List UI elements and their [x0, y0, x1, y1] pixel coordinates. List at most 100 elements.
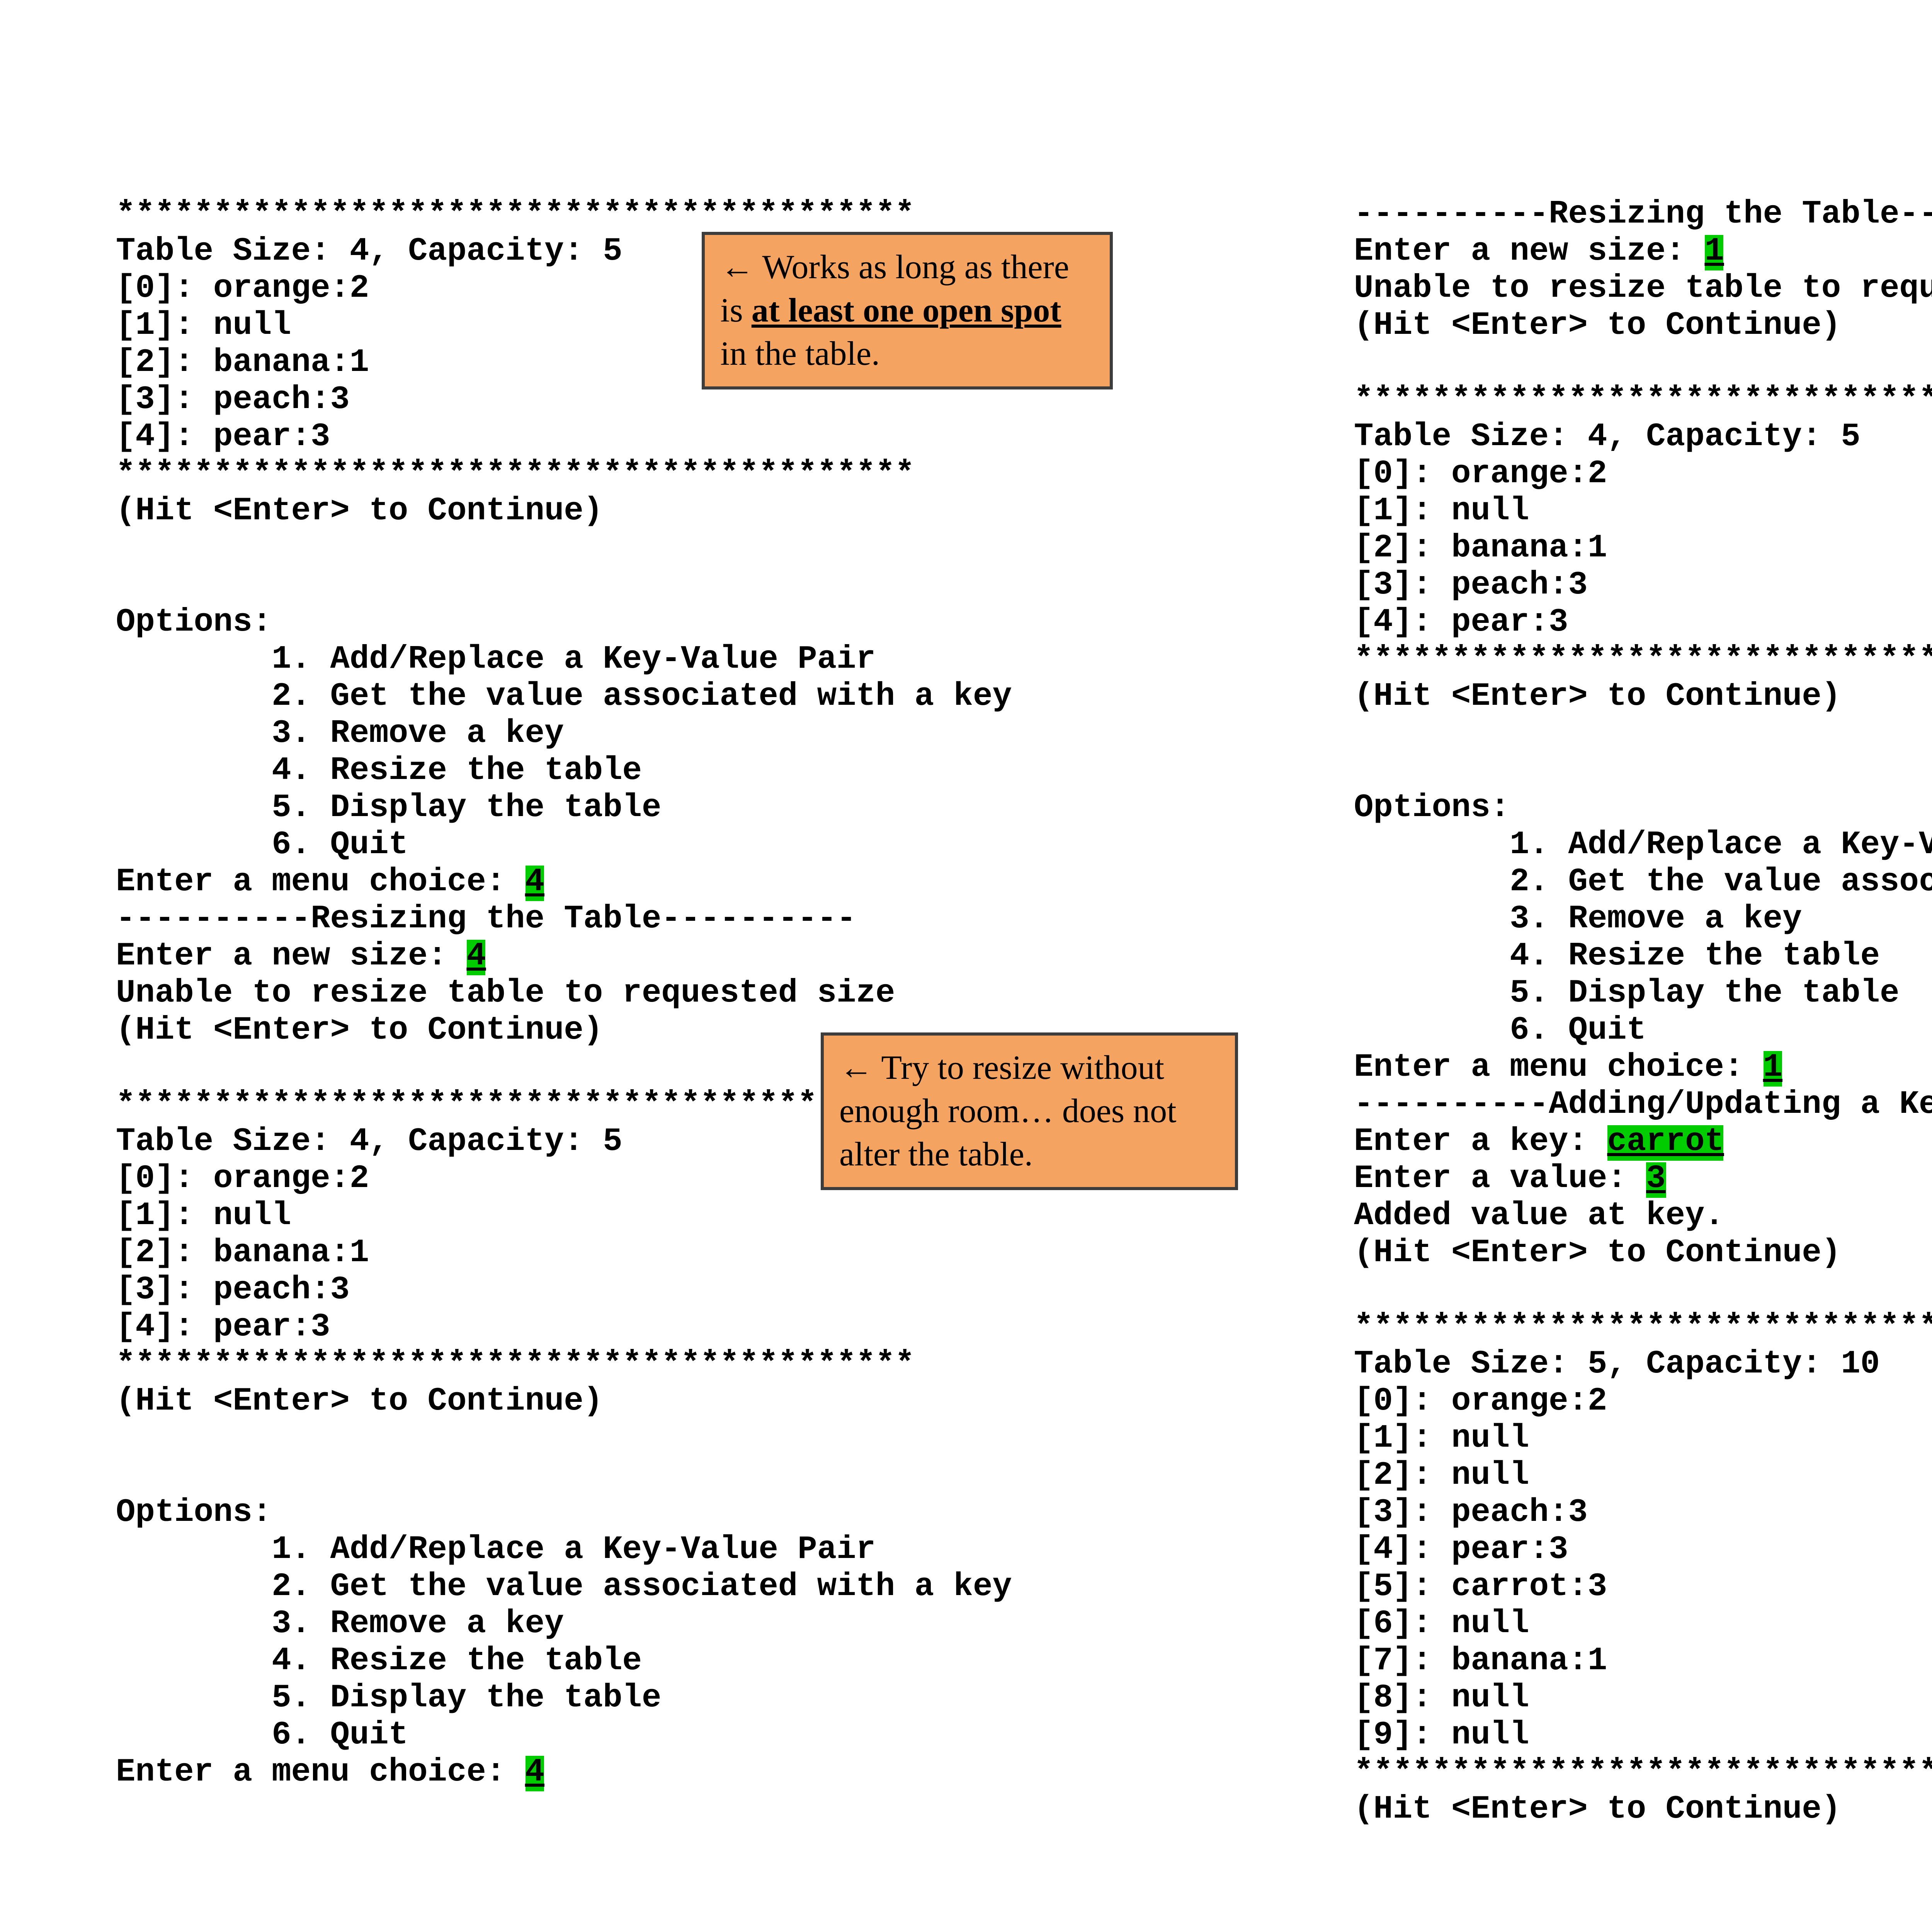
console-text: 6. Quit	[116, 1719, 408, 1754]
console-line: Table Size: 5, Capacity: 10	[1354, 1348, 1932, 1385]
console-line: ----------Resizing the Table----------	[1354, 198, 1932, 235]
console-line: 1. Add/Replace a Key-Value Pair	[116, 643, 1012, 680]
console-text: 1. Add/Replace a Key-Value Pair	[116, 1533, 876, 1569]
console-line: [1]: null	[1354, 1422, 1932, 1459]
user-input-highlight: carrot	[1607, 1125, 1724, 1161]
console-line: Enter a new size: 4	[116, 940, 1012, 977]
console-line: [4]: pear:3	[116, 420, 1012, 457]
console-text: ----------Resizing the Table----------	[116, 903, 856, 938]
console-text: [9]: null	[1354, 1719, 1529, 1754]
console-text	[116, 1459, 135, 1495]
console-text: [8]: null	[1354, 1682, 1529, 1717]
console-line: [1]: null	[116, 1199, 1012, 1236]
console-line: 3. Remove a key	[116, 717, 1012, 754]
console-line: 6. Quit	[116, 1719, 1012, 1756]
console-text: Enter a new size:	[116, 940, 467, 975]
console-line: [1]: null	[116, 309, 1012, 346]
user-input-highlight: 4	[525, 866, 545, 901]
console-text: Enter a menu choice:	[116, 866, 525, 901]
console-text: [0]: orange:2	[1354, 1385, 1607, 1420]
console-line: [9]: null	[1354, 1719, 1932, 1756]
console-text	[116, 532, 135, 567]
console-text: [6]: null	[1354, 1607, 1529, 1643]
console-line: [7]: banana:1	[1354, 1645, 1932, 1682]
console-line	[116, 532, 1012, 569]
console-text: Options:	[116, 606, 272, 641]
console-text: Enter a value:	[1354, 1162, 1646, 1198]
console-line: ****************************************…	[116, 1088, 1012, 1125]
console-text: (Hit <Enter> to Continue)	[1354, 309, 1841, 345]
console-line: [2]: banana:1	[1354, 532, 1932, 569]
console-line: [0]: orange:2	[1354, 1385, 1932, 1422]
console-text: ****************************************…	[1354, 1756, 1932, 1791]
console-line: 1. Add/Replace a Key-Value Pair	[1354, 828, 1932, 866]
console-line	[116, 569, 1012, 606]
console-text	[1354, 717, 1373, 753]
user-input-highlight: 1	[1704, 235, 1724, 270]
console-line: [4]: pear:3	[1354, 606, 1932, 643]
console-line: [6]: null	[1354, 1607, 1932, 1645]
console-line: 5. Display the table	[116, 1682, 1012, 1719]
console-text: 3. Remove a key	[116, 1607, 564, 1643]
console-line: ****************************************…	[1354, 383, 1932, 420]
console-text: [1]: null	[1354, 495, 1529, 530]
console-line: [2]: banana:1	[116, 1236, 1012, 1274]
console-text: Enter a menu choice:	[1354, 1051, 1763, 1087]
console-line: Table Size: 4, Capacity: 5	[116, 235, 1012, 272]
console-line: 6. Quit	[116, 828, 1012, 866]
console-text: 4. Resize the table	[1354, 940, 1880, 975]
console-text: [0]: orange:2	[116, 1162, 369, 1198]
console-text: [1]: null	[1354, 1422, 1529, 1458]
console-text: Enter a menu choice:	[116, 1756, 525, 1791]
console-text: (Hit <Enter> to Continue)	[1354, 680, 1841, 716]
console-text: Unable to resize table to requested size	[116, 977, 895, 1012]
console-line	[116, 1422, 1012, 1459]
console-text: (Hit <Enter> to Continue)	[116, 1385, 603, 1420]
console-text: ****************************************…	[1354, 1311, 1932, 1346]
console-line: Enter a value: 3	[1354, 1162, 1932, 1199]
console-text: [2]: banana:1	[1354, 532, 1607, 567]
console-text	[1354, 1274, 1373, 1309]
console-text: Added value at key.	[1354, 1199, 1724, 1235]
console-line: [3]: peach:3	[1354, 569, 1932, 606]
console-line: Table Size: 4, Capacity: 5	[1354, 420, 1932, 457]
console-text: ****************************************…	[1354, 643, 1932, 679]
console-line: (Hit <Enter> to Continue)	[1354, 309, 1932, 346]
console-line: [1]: null	[1354, 495, 1932, 532]
console-line: (Hit <Enter> to Continue)	[1354, 680, 1932, 717]
console-line: Unable to resize table to requested size	[1354, 272, 1932, 309]
console-line: (Hit <Enter> to Continue)	[116, 1014, 1012, 1051]
console-text	[1354, 346, 1373, 382]
console-text: ----------Adding/Updating a Key-Value Pa…	[1354, 1088, 1932, 1124]
console-line: 5. Display the table	[1354, 977, 1932, 1014]
console-output-left: ****************************************…	[116, 198, 1012, 1793]
console-line: [5]: carrot:3	[1354, 1570, 1932, 1607]
console-text: ****************************************…	[116, 1348, 915, 1383]
console-text: [0]: orange:2	[1354, 457, 1607, 493]
console-text: 3. Remove a key	[116, 717, 564, 753]
console-line: Enter a menu choice: 4	[116, 866, 1012, 903]
console-text: Enter a new size:	[1354, 235, 1705, 270]
callout-works-note: ← Works as long as there is at least one…	[702, 232, 1113, 389]
console-line: ****************************************…	[116, 457, 1012, 495]
console-line: (Hit <Enter> to Continue)	[1354, 1793, 1932, 1830]
console-line: [0]: orange:2	[116, 1162, 1012, 1199]
console-text: Unable to resize table to requested size	[1354, 272, 1932, 308]
console-line: ----------Adding/Updating a Key-Value Pa…	[1354, 1088, 1932, 1125]
console-text: Table Size: 5, Capacity: 10	[1354, 1348, 1880, 1383]
callout-resize-note: ← Try to resize without enough room… doe…	[821, 1032, 1238, 1190]
console-text	[116, 1422, 135, 1458]
console-line: 4. Resize the table	[116, 754, 1012, 791]
user-input-highlight: 1	[1763, 1051, 1783, 1087]
console-text: Enter a key:	[1354, 1125, 1607, 1161]
console-line: [3]: peach:3	[1354, 1496, 1932, 1533]
console-line: Table Size: 4, Capacity: 5	[116, 1125, 1012, 1162]
console-text: 6. Quit	[1354, 1014, 1646, 1049]
console-text: [0]: orange:2	[116, 272, 369, 308]
console-text: Options:	[116, 1496, 272, 1532]
console-text: (Hit <Enter> to Continue)	[1354, 1793, 1841, 1828]
console-line: ****************************************…	[116, 1348, 1012, 1385]
console-text	[116, 569, 135, 604]
console-line: (Hit <Enter> to Continue)	[116, 1385, 1012, 1422]
